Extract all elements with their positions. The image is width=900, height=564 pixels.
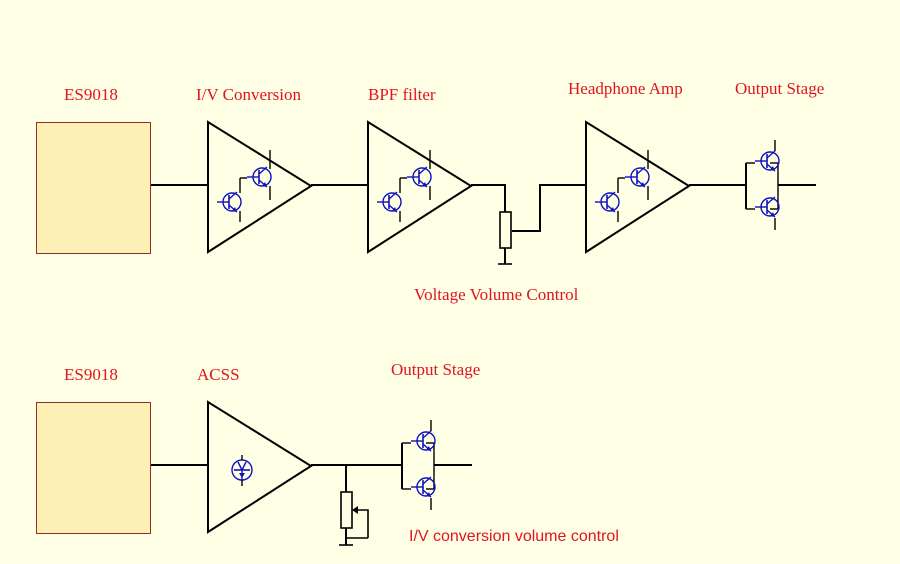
- transistor-icon: [594, 166, 650, 213]
- bpf-filter-amp: [367, 120, 473, 254]
- iv-volume-control-label: I/V conversion volume control: [409, 528, 619, 545]
- acss-amp: [207, 400, 313, 534]
- bottom-signal-chain: [150, 400, 472, 546]
- iv-conversion-label: I/V Conversion: [196, 85, 301, 104]
- top-output-stage: [746, 140, 780, 230]
- bpf-filter-label: BPF filter: [368, 85, 436, 104]
- transistor-icon: [376, 166, 432, 213]
- transistor-icon: [216, 166, 272, 213]
- top-output-stage-label: Output Stage: [735, 79, 825, 98]
- transistor-icon: [231, 459, 253, 481]
- voltage-volume-potentiometer: [499, 211, 512, 249]
- bottom-dac-label: ES9018: [64, 365, 118, 384]
- bottom-wires: [150, 442, 472, 546]
- top-wires: [150, 162, 816, 265]
- acss-label: ACSS: [197, 365, 240, 384]
- top-signal-chain: [150, 120, 816, 265]
- voltage-volume-label: Voltage Volume Control: [414, 285, 579, 304]
- bottom-dac-block: [36, 402, 151, 534]
- iv-volume-potentiometer: [340, 491, 369, 539]
- bottom-output-stage-label: Output Stage: [391, 360, 481, 379]
- headphone-amp-label: Headphone Amp: [568, 79, 683, 98]
- iv-conversion-amp: [207, 120, 313, 254]
- transistor-icon: [754, 150, 780, 218]
- headphone-amp: [585, 120, 691, 254]
- top-dac-block: [36, 122, 151, 254]
- bottom-output-stage: [402, 420, 436, 510]
- transistor-icon: [410, 430, 436, 498]
- top-dac-label: ES9018: [64, 85, 118, 104]
